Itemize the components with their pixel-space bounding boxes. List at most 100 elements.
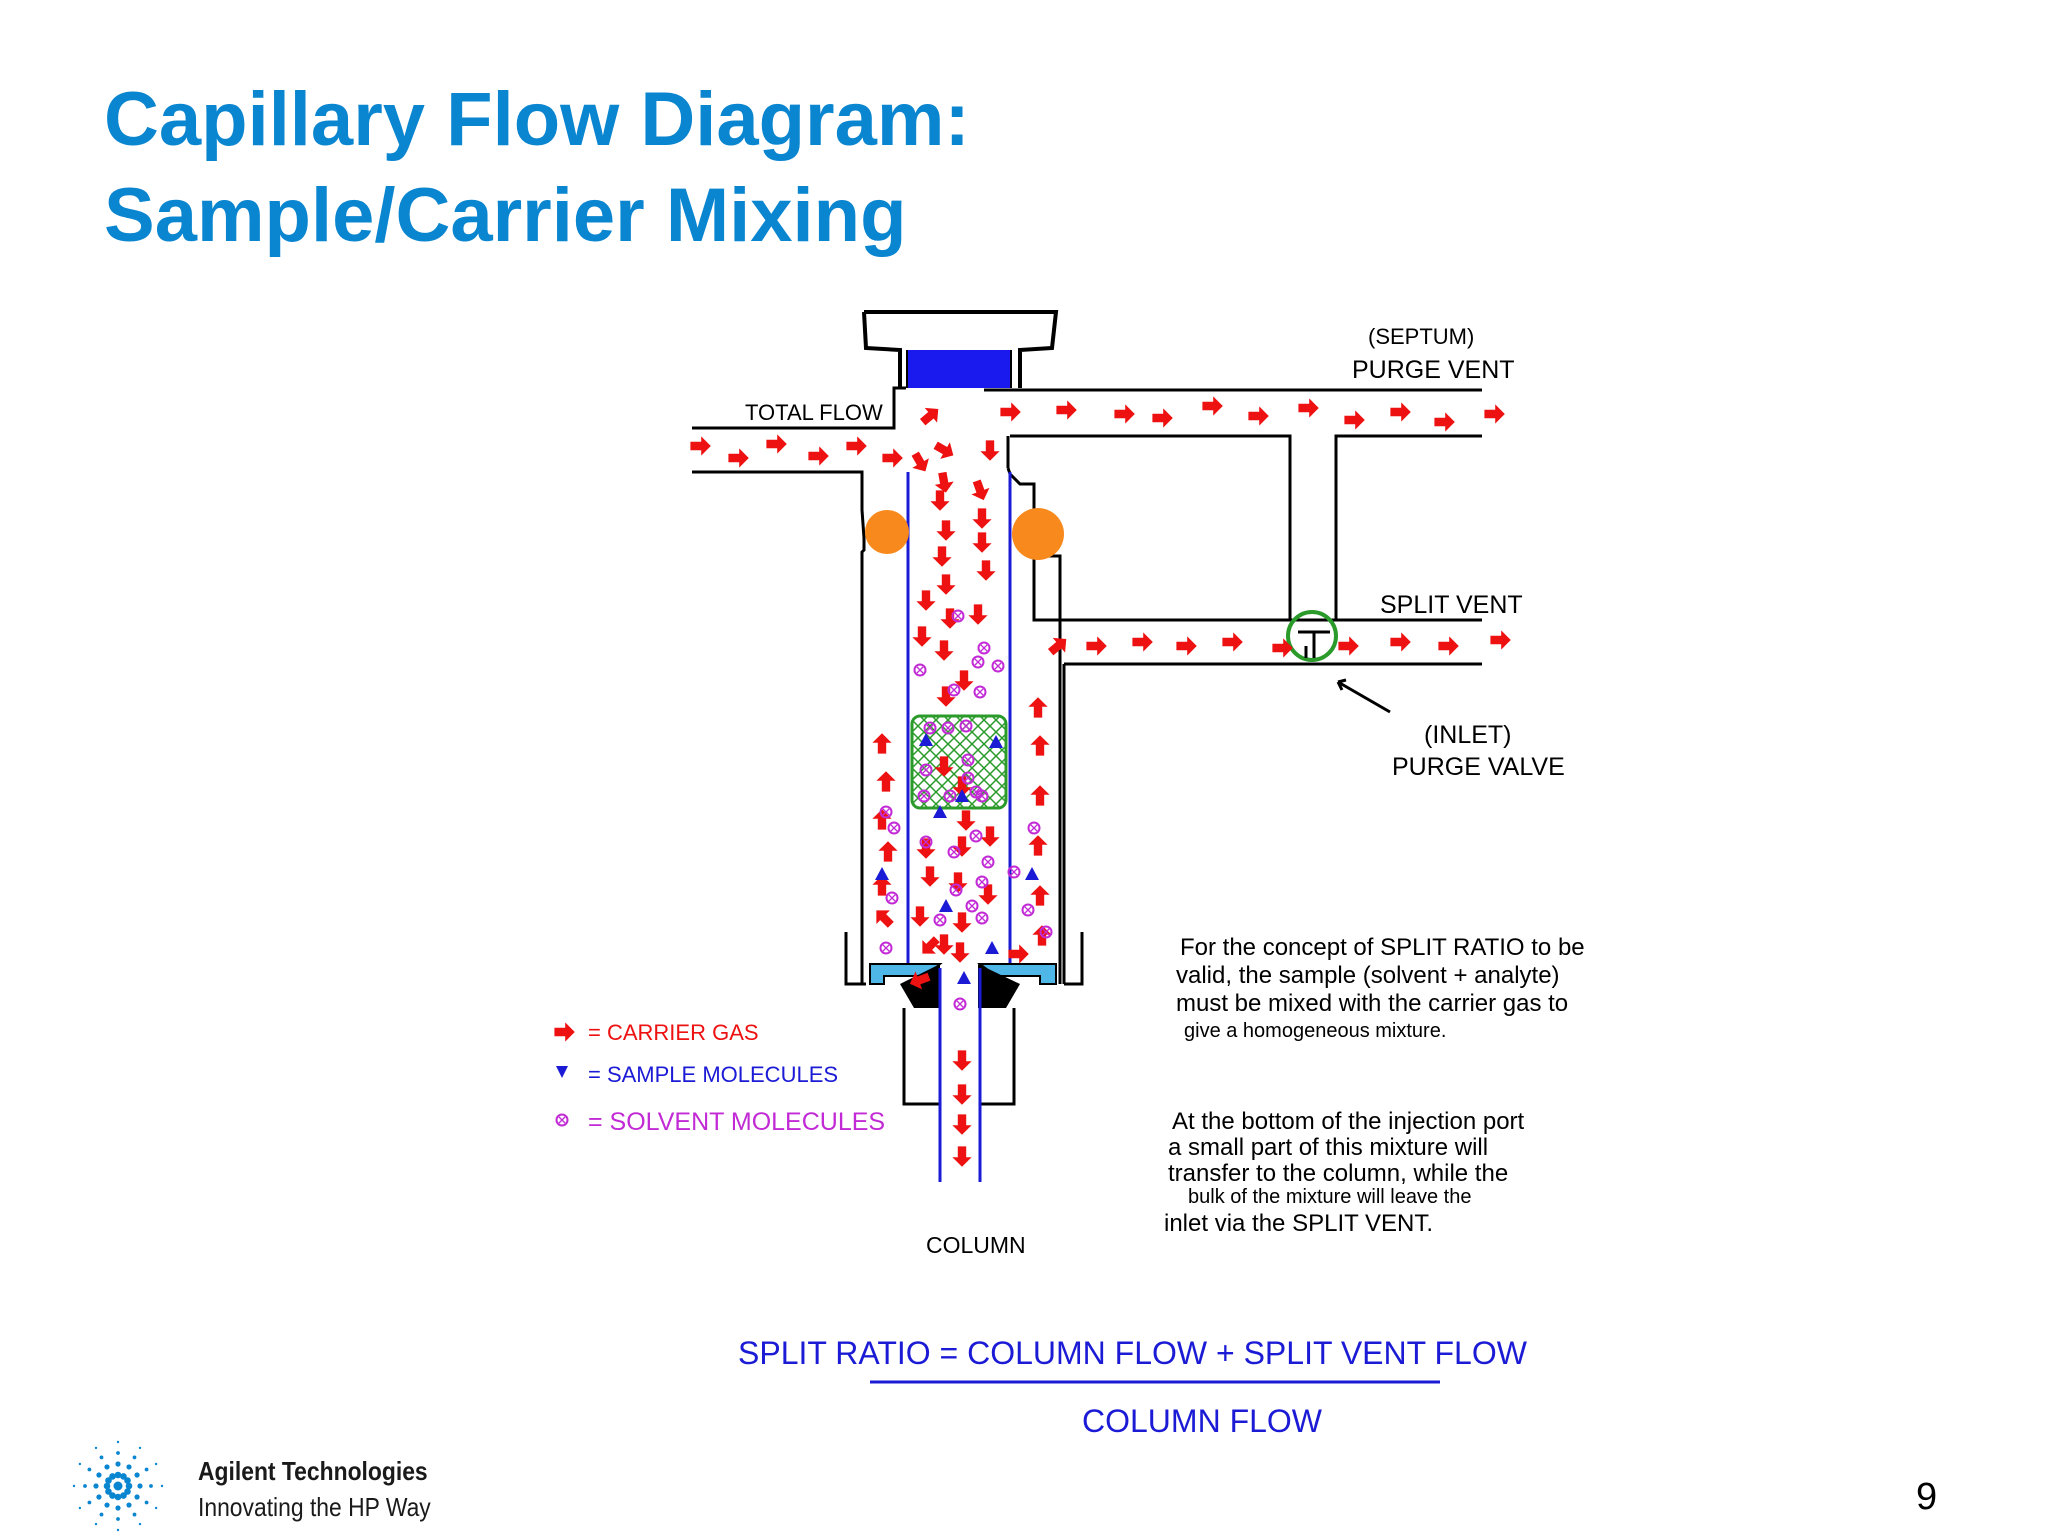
- spark-dot: [78, 1462, 82, 1466]
- note-2-line-3: transfer to the column, while the: [1168, 1160, 1509, 1187]
- carrier-gas-arrow-icon: [936, 520, 956, 541]
- carrier-gas-arrow-icon: [932, 546, 952, 567]
- carrier-gas-arrow-icon: [980, 826, 1000, 847]
- spark-dot: [114, 1493, 122, 1501]
- solvent-molecule-icon: [933, 913, 947, 927]
- carrier-gas-arrow-icon: [910, 906, 930, 927]
- carrier-gas-arrow-icon: [808, 446, 829, 466]
- spark-dot: [137, 1483, 143, 1489]
- solvent-molecule-icon: [973, 685, 987, 699]
- label-split-vent: SPLIT VENT: [1380, 591, 1523, 619]
- label-purge-vent: PURGE VENT: [1352, 356, 1515, 384]
- carrier-gas-arrow-icon: [920, 866, 940, 887]
- solvent-molecule-icon: [953, 997, 967, 1011]
- solvent-molecule-icon: [971, 655, 985, 669]
- carrier-gas-arrow-icon: [766, 434, 787, 454]
- solvent-molecule-icon: [981, 855, 995, 869]
- spark-dot: [134, 1494, 140, 1500]
- sample-molecule-markers: [875, 733, 1039, 984]
- solvent-molecule-icon: [913, 663, 927, 677]
- carrier-gas-arrow-icon: [1438, 636, 1459, 656]
- carrier-gas-arrow-icon: [1086, 636, 1107, 656]
- sample-molecule-icon: [957, 971, 971, 984]
- solvent-molecule-icon: [975, 875, 989, 889]
- carrier-gas-arrow-icon: [872, 733, 892, 754]
- carrier-gas-arrow-icon: [936, 574, 956, 595]
- carrier-gas-arrow-icon: [934, 640, 954, 661]
- purge-valve-icon: [1286, 610, 1338, 662]
- spark-dot: [104, 1464, 110, 1470]
- spark-dot: [126, 1464, 132, 1470]
- spark-dot: [94, 1446, 98, 1450]
- carrier-gas-arrow-icon: [1044, 631, 1073, 660]
- carrier-gas-arrow-icon: [1390, 402, 1411, 422]
- carrier-gas-arrow-icon: [916, 401, 945, 430]
- purge-valve-stem: [1298, 630, 1330, 658]
- spark-dot: [116, 1451, 120, 1455]
- spark-dot: [124, 1477, 131, 1484]
- carrier-gas-markers: [690, 396, 1511, 1167]
- carrier-gas-arrow-icon: [1030, 885, 1050, 906]
- carrier-gas-arrow-icon: [952, 1084, 972, 1105]
- company-tagline: Innovating the HP Way: [198, 1492, 431, 1522]
- carrier-gas-arrow-icon: [1390, 632, 1411, 652]
- spark-dot: [144, 1500, 149, 1505]
- title-line-1: Capillary Flow Diagram:: [104, 77, 970, 162]
- title-line-2: Sample/Carrier Mixing: [104, 173, 907, 258]
- sample-molecule-icon: [875, 867, 889, 880]
- spark-dot: [93, 1483, 99, 1489]
- agilent-spark-logo-icon: [72, 1440, 164, 1532]
- spark-dot: [105, 1477, 112, 1484]
- carrier-gas-arrow-icon: [912, 626, 932, 647]
- spark-dot: [132, 1512, 137, 1517]
- solvent-molecule-icon: [887, 821, 901, 835]
- carrier-gas-arrow-icon: [1222, 632, 1243, 652]
- carrier-gas-arrow-icon: [952, 912, 972, 933]
- note-2-line-5: inlet via the SPLIT VENT.: [1164, 1210, 1434, 1237]
- carrier-gas-arrow-icon: [968, 604, 988, 625]
- legend-carrier-gas: = CARRIER GAS: [588, 1020, 759, 1045]
- carrier-gas-arrow-icon: [878, 841, 898, 862]
- spark-dot: [115, 1505, 121, 1511]
- carrier-gas-arrow-icon: [1030, 785, 1050, 806]
- carrier-gas-arrow-icon: [952, 1050, 972, 1071]
- sample-molecule-icon: [939, 899, 953, 912]
- carrier-gas-arrow-icon: [952, 1146, 972, 1167]
- carrier-gas-arrow-icon: [1490, 630, 1511, 650]
- carrier-gas-arrow-icon: [1152, 408, 1173, 428]
- spark-dot: [138, 1446, 142, 1450]
- purge-vent-tube: [984, 388, 1482, 620]
- label-column: COLUMN: [926, 1232, 1026, 1258]
- spark-dot: [114, 1471, 122, 1479]
- label-inlet: (INLET): [1424, 721, 1512, 749]
- split-ratio-formula: SPLIT RATIO = COLUMN FLOW + SPLIT VENT F…: [738, 1335, 1528, 1439]
- page-number: 9: [1916, 1476, 1938, 1518]
- carrier-gas-arrow-icon: [1176, 636, 1197, 656]
- sample-molecule-icon: [919, 733, 933, 746]
- spark-dot: [138, 1522, 142, 1526]
- legend-solvent-circle-icon: [555, 1113, 569, 1127]
- glass-liner: [906, 472, 1012, 968]
- carrier-gas-arrow-icon: [1132, 632, 1153, 652]
- note-1-line-4: give a homogeneous mixture.: [1184, 1020, 1447, 1042]
- spark-dot: [154, 1506, 158, 1510]
- spark-dot: [154, 1462, 158, 1466]
- legend-sample-molecules: = SAMPLE MOLECULES: [588, 1062, 838, 1087]
- formula-denominator: COLUMN FLOW: [1082, 1403, 1323, 1439]
- sample-molecule-icon: [1025, 867, 1039, 880]
- spark-dot: [109, 1492, 116, 1499]
- note-2-line-1: At the bottom of the injection port: [1172, 1108, 1525, 1135]
- spark-dot: [96, 1472, 102, 1478]
- slide-title: Capillary Flow Diagram: Sample/Carrier M…: [104, 72, 970, 264]
- note-2-line-2: a small part of this mixture will: [1168, 1134, 1489, 1161]
- o-ring-left: [865, 510, 909, 554]
- solvent-molecule-icon: [1027, 821, 1041, 835]
- carrier-gas-arrow-icon: [1056, 400, 1077, 420]
- spark-dot: [115, 1461, 121, 1467]
- solvent-molecule-icon: [885, 891, 899, 905]
- carrier-gas-arrow-icon: [1030, 735, 1050, 756]
- carrier-gas-arrow-icon: [954, 670, 974, 691]
- spark-dot: [104, 1502, 110, 1508]
- formula-numerator: SPLIT RATIO = COLUMN FLOW + SPLIT VENT F…: [738, 1335, 1528, 1371]
- spark-dot: [99, 1455, 104, 1460]
